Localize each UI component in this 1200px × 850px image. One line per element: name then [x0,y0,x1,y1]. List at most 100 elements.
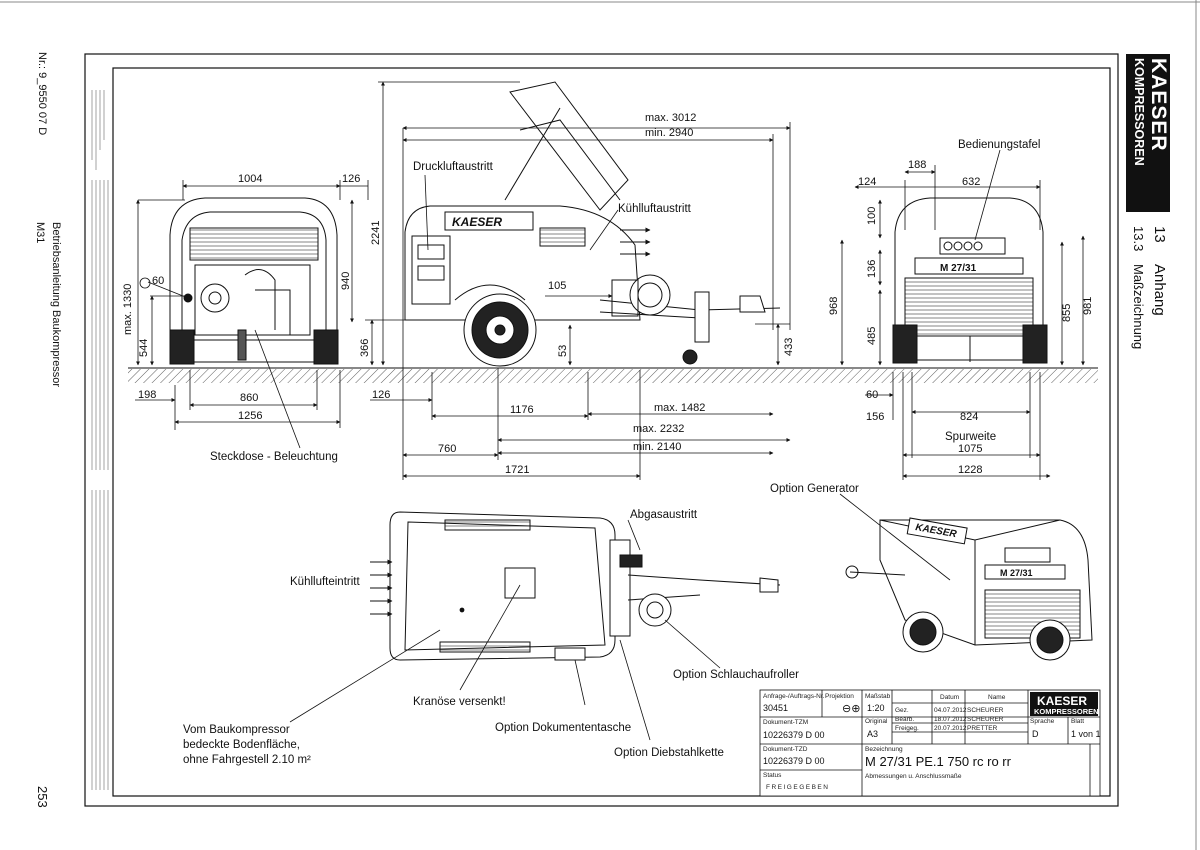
tb-dokument-value: 10226379 D 00 [763,730,825,740]
dim-min-2140: min. 2140 [633,441,681,453]
floor-note-line2: bedeckte Bodenfläche, [183,739,300,751]
dim-1075: 1075 [958,443,982,455]
side-hood-brand: KAESER [452,215,502,229]
tb-brand: KAESER [1037,694,1087,708]
tb-bearb-date: 18.07.2012 [934,716,967,723]
tb-massstab-label: Maßstab [865,693,891,700]
dim-544: 544 [138,339,150,357]
label-option-generator: Option Generator [770,483,859,495]
tb-gez-date: 04.07.2012 [934,707,967,714]
tb-dokument-label: Dokument-TZM [763,719,808,726]
tb-bezeichnung-sub: Abmessungen u. Anschlussmaße [865,773,962,780]
tb-gez-name: SCHEURER [967,707,1004,714]
tb-status-value: FREIGEGEBEN [766,784,829,791]
dim-198: 198 [138,389,156,401]
tb-original-label: Original [865,718,888,725]
tb-gez-label: Gez. [895,707,909,714]
tb-datum-label: Datum [940,694,959,701]
tb-original-value: A3 [867,729,878,739]
dim-136: 136 [866,260,878,278]
rear-panel-text: M 27/31 [940,263,977,274]
label-option-diebstahlkette: Option Diebstahlkette [614,747,724,759]
dim-760: 760 [438,443,456,455]
label-option-dokumententasche: Option Dokumententasche [495,722,631,734]
dim-855: 855 [1061,304,1073,322]
dim-max-2232: max. 2232 [633,423,684,435]
tb-brand-sub: KOMPRESSOREN [1034,707,1099,716]
dim-max-1482: max. 1482 [654,402,705,414]
side-view-dim-text: max. 3012 min. 2940 2241 366 105 53 433 … [359,112,795,476]
dim-485: 485 [866,327,878,345]
tb-freigeg-date: 20.07.2012 [934,725,967,732]
tb-sprache-label: Sprache [1030,718,1055,725]
dim-188: 188 [908,159,926,171]
label-druckluftaustritt: Druckluftaustritt [413,161,494,173]
dim-60-rear: 60 [866,389,878,401]
dim-2241: 2241 [370,221,382,245]
legal-text-strip [91,90,109,790]
tb-auftrag-label: Anfrage-/Auftrags-Nr. [763,693,825,700]
tb-bearb-name: SCHEURER [967,716,1004,723]
label-kranoese: Kranöse versenkt! [413,696,506,708]
tb-freigeg-name: PRETTER [967,725,998,732]
front-view-dim-text: 1004 126 940 max. 1330 60 544 198 860 12… [122,173,360,463]
dim-366: 366 [359,339,371,357]
rear-view-machine: M 27/31 [892,197,1048,364]
tb-blatt-value: 1 von 1 [1071,729,1101,739]
title-block-logo-bg [1030,692,1098,716]
dim-53: 53 [557,345,569,357]
side-view-dimensions [365,81,791,480]
generator-leader [839,493,951,581]
dim-max-1330: max. 1330 [122,284,134,335]
floor-note-line3: ohne Fahrgestell 2.10 m² [183,754,311,766]
dim-max-3012: max. 3012 [645,112,696,124]
front-view-dimensions [135,180,369,449]
tb-bezeichnung-value: M 27/31 PE.1 750 rc ro rr [865,754,1012,769]
tb-sprache-value: D [1032,729,1039,739]
tb-name-label: Name [988,694,1006,701]
dim-1004: 1004 [238,173,262,185]
dim-1256: 1256 [238,410,262,422]
dim-940: 940 [340,272,352,290]
dim-632: 632 [962,176,980,188]
dim-100: 100 [866,207,878,225]
label-abgasaustritt: Abgasaustritt [630,509,698,521]
label-kuehllufteintritt: Kühllufteintritt [290,576,360,588]
tb-status-label: Status [763,772,782,779]
rear-view-dim-text: Bedienungstafel 188 124 632 100 136 968 … [828,139,1094,476]
dim-124: 124 [858,176,876,188]
tb-freigeg-label: Freigeg. [895,725,919,732]
top-view-labels: Abgasaustritt Kühllufteintritt Option Sc… [183,509,799,766]
dim-860: 860 [240,392,258,404]
label-spurweite: Spurweite [945,431,996,443]
projection-icon: ⊖⊕ [842,703,860,715]
dim-968: 968 [828,297,840,315]
dim-min-2940: min. 2940 [645,127,693,139]
dim-126-side: 126 [372,389,390,401]
ground-line [128,367,1098,383]
label-kuehlluftaustritt: Kühlluftaustritt [618,203,692,215]
kaeser-logo-header: KAESER KOMPRESSOREN [1126,54,1170,212]
outer-frame [84,53,1119,807]
top-view-machine [370,511,781,661]
label-steckdose-beleuchtung: Steckdose - Beleuchtung [210,451,338,463]
drawing-frame [112,67,1111,797]
rear-view-dimensions [840,149,1085,480]
top-view-leaders [289,519,721,741]
dim-1721: 1721 [505,464,529,476]
tb-bearb-label: Bearb. [895,716,914,723]
tb-auftrag-value: 30451 [763,703,788,713]
front-view-machine [169,197,339,365]
dim-126-top: 126 [342,173,360,185]
tb-bezeichnung-label: Bezeichnung [865,746,903,753]
tb-massstab-value: 1:20 [867,703,885,713]
dim-105: 105 [548,280,566,292]
iso-panel-text: M 27/31 [1000,568,1033,578]
dim-824: 824 [960,411,978,423]
dim-981: 981 [1082,297,1094,315]
dim-60-front: 60 [152,275,164,287]
side-view-machine: KAESER [404,81,781,367]
tb-projektion-label: Projektion [825,693,854,700]
